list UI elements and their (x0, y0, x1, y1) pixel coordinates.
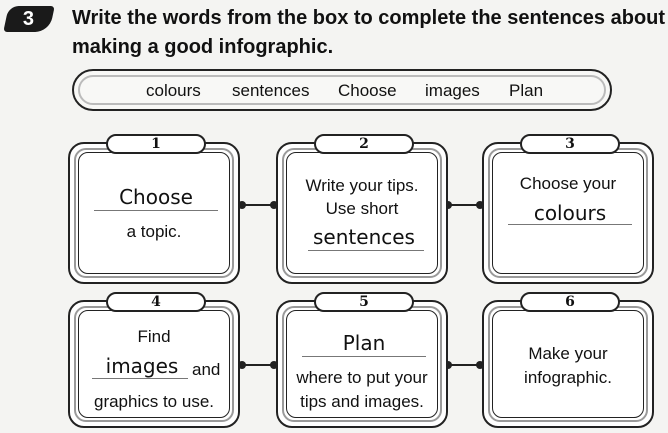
answer-line (92, 378, 188, 379)
instruction-line-2: making a good infographic. (72, 36, 334, 58)
step-number-tab: 6 (520, 292, 620, 312)
step-number-tab: 2 (314, 134, 414, 154)
card-text: where to put your (296, 368, 428, 387)
step-number-tab: 3 (520, 134, 620, 154)
instructions: Write the words from the box to complete… (72, 4, 668, 62)
step-number-tab: 5 (314, 292, 414, 312)
card-text: Make your (528, 344, 608, 363)
connector-dot (444, 201, 452, 209)
word-box-word: colours (146, 81, 201, 100)
instruction-line-1: Write the words from the box to complete… (72, 7, 666, 29)
card-inner-border (492, 310, 644, 418)
word-box-word: Plan (509, 81, 544, 100)
answer-text: Plan (342, 331, 386, 355)
connector (240, 364, 276, 366)
card-inner-border (78, 152, 230, 274)
answer-text: images (105, 354, 179, 378)
step-card-6: 6 Make your infographic. (482, 292, 654, 428)
card-text: Use short (325, 199, 399, 218)
card-text: tips and images. (300, 392, 424, 411)
step-card-2: 2 Write your tips. Use short sentences (276, 134, 448, 284)
connector-dot (270, 361, 278, 369)
step-number-tab: 4 (106, 292, 206, 312)
connector-dot (444, 361, 452, 369)
card-text: Write your tips. (305, 176, 419, 195)
exercise-number-badge: 3 (3, 6, 55, 32)
connector-dot (476, 361, 484, 369)
card-text: a topic. (126, 222, 182, 241)
connector-dot (476, 201, 484, 209)
card-text: Find (137, 327, 171, 346)
step-card-1: 1 Choose a topic. (68, 134, 240, 284)
answer-text: colours (533, 201, 607, 225)
step-card-3: 3 Choose your colours (482, 134, 654, 284)
exercise-number: 3 (23, 7, 35, 30)
connector-dot (270, 201, 278, 209)
word-box-word: Choose (338, 81, 397, 100)
step-card-4: 4 Find images and graphics to use. (68, 292, 240, 428)
connector (446, 204, 482, 206)
connector-dot (238, 201, 246, 209)
word-box-inner-border (78, 75, 606, 105)
answer-text: sentences (313, 225, 415, 249)
card-text: infographic. (524, 368, 612, 387)
answer-line (308, 250, 424, 251)
word-box-word: images (425, 81, 480, 100)
connector (446, 364, 482, 366)
answer-text: Choose (119, 185, 193, 209)
card-text: graphics to use. (93, 392, 214, 411)
answer-line (302, 356, 426, 357)
card-text: and (192, 360, 221, 379)
connector-dot (238, 361, 246, 369)
word-box: colours sentences Choose images Plan (72, 69, 612, 111)
step-number-tab: 1 (106, 134, 206, 154)
card-text: Choose your (519, 174, 617, 193)
answer-line (508, 224, 632, 225)
answer-line (94, 210, 218, 211)
step-card-5: 5 Plan where to put your tips and images… (276, 292, 448, 428)
word-box-word: sentences (232, 81, 310, 100)
connector (240, 204, 276, 206)
